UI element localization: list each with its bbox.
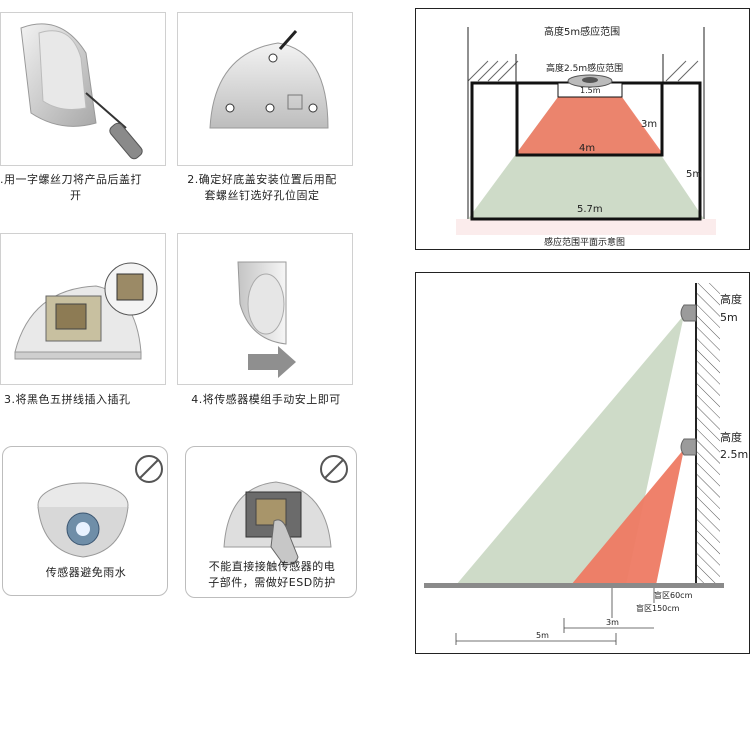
plug-wire-illustration bbox=[14, 262, 158, 360]
warning-esd-caption-line1: 不能直接接触传感器的电 bbox=[208, 560, 336, 573]
step-3-caption-line1: 3.将黑色五拼线插入插孔 bbox=[4, 393, 131, 406]
height-5m: 5m bbox=[720, 311, 738, 324]
warning-esd-panel: 不能直接接触传感器的电 子部件，需做好ESD防护 bbox=[185, 446, 357, 598]
dimension-3m: 3m bbox=[606, 618, 619, 627]
top-view-diagram: 高度5m感应范围 高度2.5m感应范围 1.5m 3m 4m 5m 5.7m 感… bbox=[415, 8, 750, 250]
side-view-diagram: 高度 5m 高度 2.5m 盲区60cm 盲区150cm 3m 5m bbox=[415, 272, 750, 654]
step-1-caption-line1: .用一字螺丝刀将产品后盖打 bbox=[0, 173, 142, 186]
height-label-lower: 高度 bbox=[720, 431, 742, 444]
esd-touch-illustration bbox=[223, 455, 348, 566]
height-2-5m: 2.5m bbox=[720, 448, 749, 461]
warning-esd-caption: 不能直接接触传感器的电 子部件，需做好ESD防护 bbox=[186, 559, 358, 591]
screwdriver-opening-illustration bbox=[20, 23, 143, 160]
mount-module-illustration bbox=[237, 261, 296, 378]
dimension-5m: 5m bbox=[536, 631, 549, 640]
label-5-7m: 5.7m bbox=[577, 204, 603, 215]
blind-zone-60cm: 盲区60cm bbox=[654, 591, 693, 600]
step-1-panel bbox=[0, 12, 166, 166]
step-1-caption-line2: 开 bbox=[70, 189, 82, 202]
sensor-rain-illustration bbox=[37, 455, 163, 558]
label-4m: 4m bbox=[579, 143, 596, 154]
prohibited-icon bbox=[135, 455, 163, 483]
step-4-panel bbox=[177, 233, 353, 385]
label-1-5m: 1.5m bbox=[580, 86, 601, 95]
title-25m-range: 高度2.5m感应范围 bbox=[546, 64, 624, 74]
step-2-caption-line2: 套螺丝钉选好孔位固定 bbox=[204, 189, 320, 202]
plan-view-footer: 感应范围平面示意图 bbox=[544, 238, 626, 248]
step-1-caption: .用一字螺丝刀将产品后盖打 开 bbox=[0, 172, 176, 204]
height-label-upper: 高度 bbox=[720, 293, 742, 306]
sensing-range-plan-view bbox=[456, 27, 716, 235]
step-3-caption: 3.将黑色五拼线插入插孔 bbox=[0, 392, 170, 408]
label-3m: 3m bbox=[641, 119, 658, 130]
blind-zone-150cm: 盲区150cm bbox=[636, 604, 680, 613]
step-3-panel bbox=[0, 233, 166, 385]
step-2-caption-line1: 2.确定好底盖安装位置后用配 bbox=[187, 173, 337, 186]
label-5m: 5m bbox=[686, 169, 703, 180]
sensing-range-side-view bbox=[424, 283, 724, 645]
prohibited-icon bbox=[320, 455, 348, 483]
warning-rain-panel: 传感器避免雨水 bbox=[2, 446, 168, 596]
warning-rain-caption: 传感器避免雨水 bbox=[3, 565, 169, 581]
step-4-caption-line1: 4.将传感器模组手动安上即可 bbox=[191, 393, 341, 406]
step-2-caption: 2.确定好底盖安装位置后用配 套螺丝钉选好孔位固定 bbox=[172, 172, 352, 204]
step-2-panel bbox=[177, 12, 353, 166]
title-5m-range: 高度5m感应范围 bbox=[544, 27, 621, 38]
warning-rain-caption-line1: 传感器避免雨水 bbox=[45, 566, 127, 579]
base-cover-screw-illustration bbox=[209, 30, 329, 129]
step-4-caption: 4.将传感器模组手动安上即可 bbox=[174, 392, 358, 408]
warning-esd-caption-line2: 子部件，需做好ESD防护 bbox=[208, 576, 336, 589]
